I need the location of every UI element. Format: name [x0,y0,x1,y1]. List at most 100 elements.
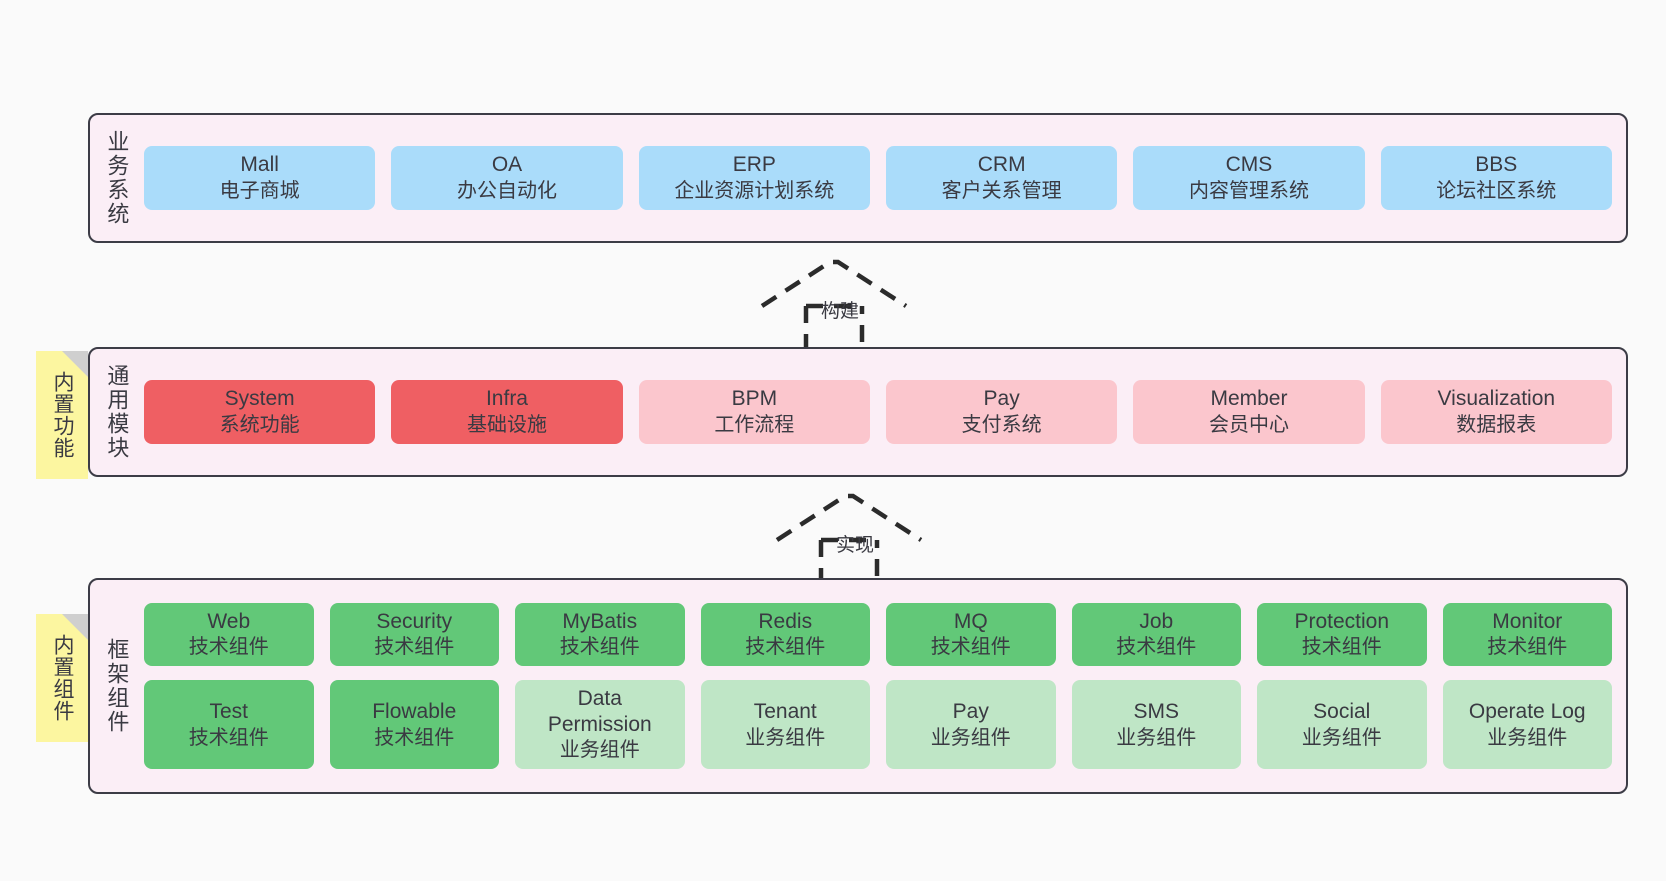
card-title: Test [209,699,248,723]
card-web[interactable]: Web 技术组件 [144,602,314,667]
card-title: Redis [758,609,813,633]
layer-title-framework-component: 框架组件 [104,638,130,734]
sticky-note-label: 内置功能 [51,371,75,459]
card-subtitle: 支付系统 [961,413,1042,436]
card-sms[interactable]: SMS 业务组件 [1071,680,1241,770]
card-title: Social [1313,699,1371,723]
card-subtitle: 技术组件 [188,636,269,659]
card-subtitle: 会员中心 [1208,413,1289,436]
card-erp[interactable]: ERP 企业资源计划系统 [638,146,870,210]
card-member[interactable]: Member 会员中心 [1133,380,1365,444]
card-visualization[interactable]: Visualization 数据报表 [1380,380,1612,444]
layer-business-system: 业务系统 Mall 电子商城 OA 办公自动化 ERP 企业资源计划系统 CRM… [88,113,1628,243]
card-subtitle: 技术组件 [374,726,455,749]
layer-title-business-system: 业务系统 [104,130,130,226]
card-title: Member [1210,387,1288,411]
layer-title-common-module: 通用模块 [104,364,130,460]
card-title: Mall [240,153,279,177]
card-title: Pay [952,699,989,723]
card-title: Tenant [753,699,817,723]
card-subtitle: 企业资源计划系统 [674,179,835,202]
card-subtitle: 技术组件 [745,636,826,659]
card-subtitle: 基础设施 [466,413,547,436]
card-pay-component[interactable]: Pay 业务组件 [886,680,1056,770]
card-title: System [224,387,295,411]
card-subtitle: 技术组件 [930,636,1011,659]
card-mq[interactable]: MQ 技术组件 [886,602,1056,667]
card-title: SMS [1133,699,1179,723]
card-title: Flowable [372,699,457,723]
card-title: MyBatis [562,609,638,633]
sticky-note-label: 内置组件 [51,634,75,722]
card-title: Infra [485,387,528,411]
layer-framework-component: 框架组件 Web 技术组件 Security 技术组件 MyBatis 技术组件… [88,578,1628,794]
card-title: Web [207,609,251,633]
connector-build: 构建 [760,258,920,356]
card-row: Web 技术组件 Security 技术组件 MyBatis 技术组件 Redi… [144,602,1612,667]
layer-body-business-system: Mall 电子商城 OA 办公自动化 ERP 企业资源计划系统 CRM 客户关系… [142,115,1626,241]
card-bbs[interactable]: BBS 论坛社区系统 [1380,146,1612,210]
card-subtitle: 技术组件 [1301,636,1382,659]
connector-build-label: 构建 [820,301,859,322]
card-pay[interactable]: Pay 支付系统 [885,380,1118,444]
implement-arrow-icon [775,493,923,589]
layer-body-framework-component: Web 技术组件 Security 技术组件 MyBatis 技术组件 Redi… [142,580,1626,792]
card-job[interactable]: Job 技术组件 [1071,602,1241,667]
card-system[interactable]: System 系统功能 [144,380,376,444]
card-crm[interactable]: CRM 客户关系管理 [885,146,1118,210]
card-subtitle: 技术组件 [188,726,269,749]
card-subtitle: 论坛社区系统 [1436,179,1557,202]
card-subtitle: 技术组件 [374,636,455,659]
card-subtitle: 技术组件 [559,636,640,659]
card-subtitle: 办公自动化 [456,179,557,202]
connector-implement: 实现 [775,492,935,590]
card-subtitle: 客户关系管理 [941,179,1062,202]
sticky-fold-corner-icon [62,351,88,377]
card-title: CRM [977,153,1026,177]
card-subtitle: 数据报表 [1456,413,1537,436]
card-subtitle: 工作流程 [714,413,795,436]
card-tenant[interactable]: Tenant 业务组件 [700,680,870,770]
card-title: Monitor [1492,609,1563,633]
card-subtitle: 业务组件 [745,726,826,749]
card-title: Job [1139,609,1174,633]
card-social[interactable]: Social 业务组件 [1257,680,1427,770]
sticky-note-builtin-component: 内置组件 [36,614,88,742]
card-infra[interactable]: Infra 基础设施 [391,380,623,444]
card-subtitle: 业务组件 [1301,726,1382,749]
card-protection[interactable]: Protection 技术组件 [1257,602,1427,667]
card-test[interactable]: Test 技术组件 [144,680,314,770]
card-flowable[interactable]: Flowable 技术组件 [329,680,499,770]
card-oa[interactable]: OA 办公自动化 [391,146,623,210]
card-subtitle: 系统功能 [219,413,300,436]
card-row: Mall 电子商城 OA 办公自动化 ERP 企业资源计划系统 CRM 客户关系… [144,146,1612,210]
card-title: Protection [1294,609,1390,633]
card-monitor[interactable]: Monitor 技术组件 [1442,602,1612,667]
card-bpm[interactable]: BPM 工作流程 [638,380,870,444]
card-mybatis[interactable]: MyBatis 技术组件 [515,602,685,667]
card-title: BPM [731,387,778,411]
card-redis[interactable]: Redis 技术组件 [700,602,870,667]
card-title: ERP [732,153,776,177]
sticky-note-builtin-function: 内置功能 [36,351,88,479]
card-data-permission[interactable]: Data Permission 业务组件 [515,680,685,770]
card-title: Operate Log [1468,699,1586,723]
card-row: System 系统功能 Infra 基础设施 BPM 工作流程 Pay 支付系统… [144,380,1612,444]
card-title: BBS [1475,153,1518,177]
card-row: Test 技术组件 Flowable 技术组件 Data Permission … [144,680,1612,770]
card-subtitle: 业务组件 [1116,726,1197,749]
card-subtitle: 电子商城 [219,179,300,202]
build-arrow-icon [760,259,908,355]
card-title: Data Permission [547,687,652,736]
card-subtitle: 业务组件 [559,739,640,762]
card-title: MQ [953,609,988,633]
card-mall[interactable]: Mall 电子商城 [144,146,376,210]
card-title: Security [376,609,453,633]
card-subtitle: 技术组件 [1116,636,1197,659]
card-title: Visualization [1437,387,1556,411]
card-subtitle: 内容管理系统 [1188,179,1309,202]
card-security[interactable]: Security 技术组件 [329,602,499,667]
card-operate-log[interactable]: Operate Log 业务组件 [1442,680,1612,770]
card-cms[interactable]: CMS 内容管理系统 [1133,146,1365,210]
